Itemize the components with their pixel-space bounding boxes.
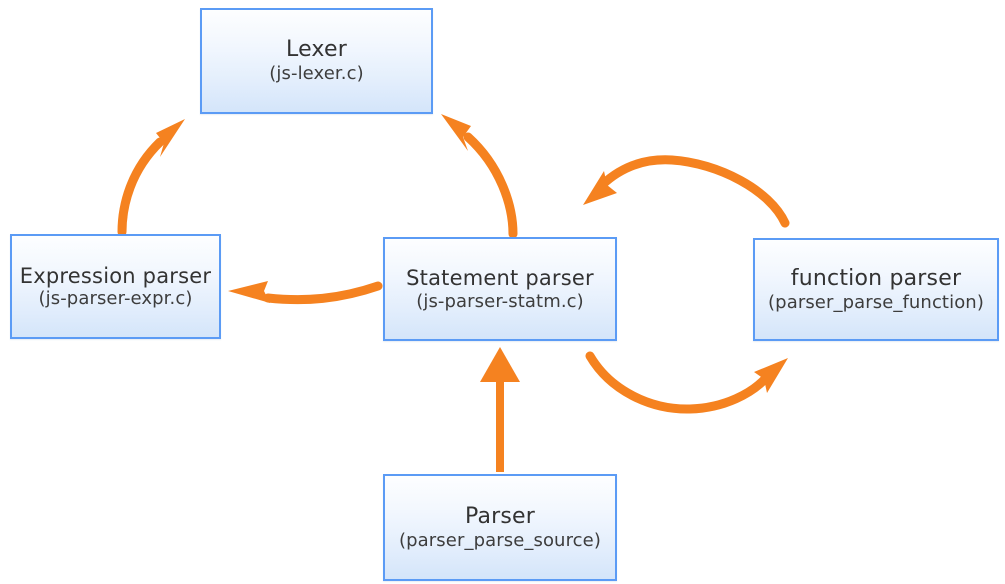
node-function-parser-subtitle: (parser_parse_function)	[768, 291, 984, 313]
edge-parser-to-statement-parser	[480, 347, 520, 472]
node-expression-parser[interactable]: Expression parser (js-parser-expr.c)	[10, 234, 221, 339]
node-lexer[interactable]: Lexer (js-lexer.c)	[200, 8, 433, 114]
node-lexer-title: Lexer	[286, 37, 347, 63]
node-function-parser[interactable]: function parser (parser_parse_function)	[753, 238, 999, 341]
node-lexer-subtitle: (js-lexer.c)	[269, 63, 364, 85]
node-statement-parser-subtitle: (js-parser-statm.c)	[416, 290, 584, 312]
node-expression-parser-title: Expression parser	[19, 263, 212, 288]
edge-statement-parser-to-expression-parser	[228, 281, 383, 305]
edge-expression-parser-to-lexer	[117, 119, 185, 237]
node-parser-subtitle: (parser_parse_source)	[399, 529, 601, 551]
edge-function-parser-to-statement-parser	[583, 155, 790, 228]
node-function-parser-title: function parser	[790, 265, 962, 291]
node-parser[interactable]: Parser (parser_parse_source)	[383, 474, 617, 581]
edge-statement-parser-to-function-parser	[585, 351, 788, 414]
edge-statement-parser-to-lexer	[441, 114, 518, 239]
node-parser-title: Parser	[464, 503, 536, 529]
node-statement-parser[interactable]: Statement parser (js-parser-statm.c)	[383, 237, 617, 341]
node-expression-parser-subtitle: (js-parser-expr.c)	[38, 288, 193, 310]
node-statement-parser-title: Statement parser	[406, 266, 594, 290]
